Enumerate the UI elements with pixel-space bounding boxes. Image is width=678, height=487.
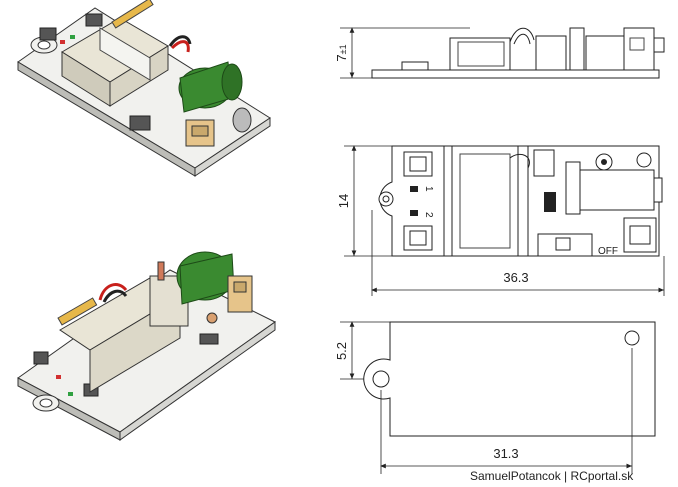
- credit-text: SamuelPotancok | RCportal.sk: [470, 469, 634, 483]
- pad-label-2: 2: [423, 212, 434, 218]
- side-tolerance-label: ±1: [338, 44, 348, 54]
- iso-view-top: [17, 0, 271, 177]
- led-green-icon: [70, 35, 75, 39]
- side-view: 7±1: [334, 27, 665, 79]
- outline-height-label: 5.2: [334, 342, 349, 360]
- top-width-label: 36.3: [503, 270, 528, 285]
- svg-text:7±1: 7±1: [334, 44, 349, 61]
- side-height-label: 7: [334, 54, 349, 61]
- top-height-label: 14: [336, 194, 351, 208]
- top-view: 14 36.3 1 2 OFF: [336, 145, 665, 296]
- pad-label-1: 1: [423, 186, 434, 192]
- outline-view: 5.2 31.3: [334, 321, 656, 474]
- iso-view-bottom: [17, 251, 276, 441]
- outline-width-label: 31.3: [493, 446, 518, 461]
- switch-off-label: OFF: [598, 246, 618, 257]
- led-red-icon: [60, 40, 65, 44]
